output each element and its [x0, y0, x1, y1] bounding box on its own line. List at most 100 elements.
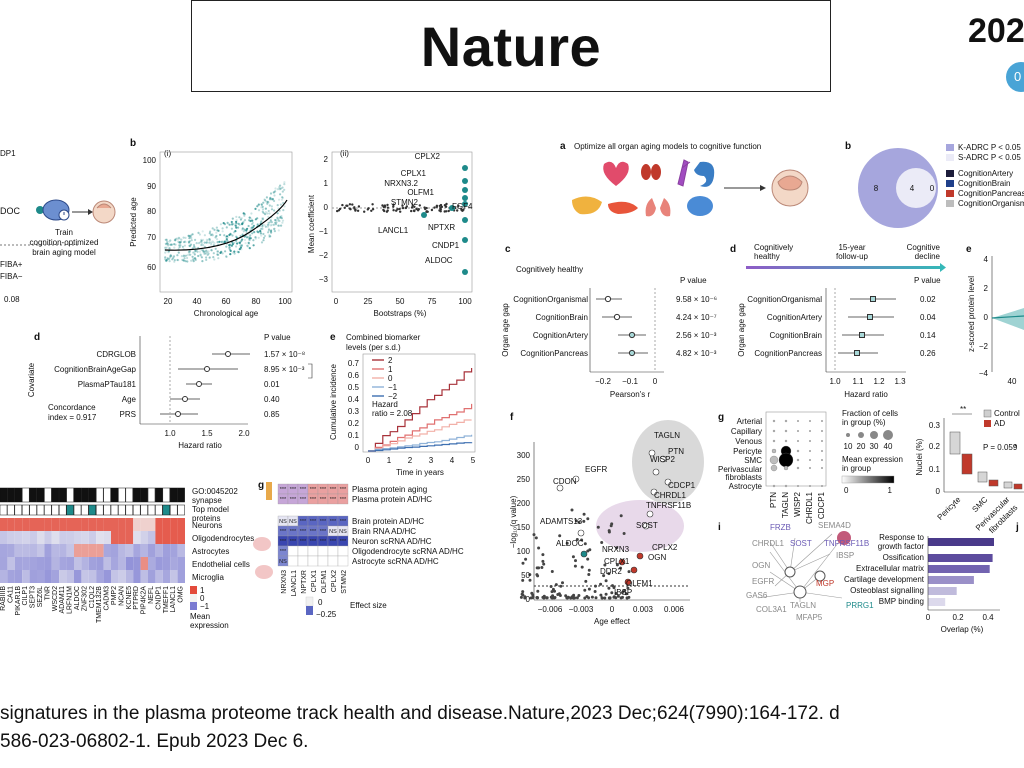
top-label-2: proteins	[192, 514, 220, 523]
heatmap-cell	[133, 544, 141, 557]
scatter-point	[207, 250, 210, 253]
coef-point	[444, 205, 447, 208]
scatter-i-dots	[163, 181, 286, 263]
heatmap-cell	[88, 531, 97, 544]
volcano-point	[545, 596, 549, 600]
scatter-point	[188, 237, 191, 240]
heatmap-cell	[125, 570, 134, 583]
liver-icon	[572, 196, 602, 215]
scatter-point	[234, 230, 237, 233]
heatmap-row-label: Oligodendrocytes	[192, 534, 254, 543]
model-label-3: brain aging model	[32, 248, 96, 257]
scatter-point	[269, 230, 273, 233]
scatter-point	[205, 256, 208, 259]
dotplot-dots	[769, 419, 823, 488]
xtick: −0.003	[569, 605, 594, 614]
scatter-point	[270, 223, 273, 226]
scatter-point	[182, 259, 185, 262]
coef-highlight-point	[421, 212, 427, 218]
heatmap-cell	[148, 531, 156, 544]
frag-cndp1: DP1	[0, 149, 16, 158]
volcano-dots	[519, 449, 672, 600]
scatter-point	[259, 232, 262, 235]
scatter-point	[243, 228, 246, 231]
scatter-point	[205, 241, 208, 244]
scatter-point	[252, 239, 255, 242]
scatter-point	[228, 246, 231, 249]
volcano-point	[607, 572, 611, 576]
heatmap-cell	[44, 557, 52, 570]
scatter-point	[245, 229, 248, 232]
effect-cell-label: ***	[280, 487, 287, 493]
node-label: EGFR	[752, 577, 774, 586]
volcano-ylabel: −log₁₀(q value)	[509, 495, 518, 548]
heatmap-cell	[103, 570, 111, 583]
effect-col-label: NRXN3	[281, 570, 288, 594]
scatter-point	[250, 217, 253, 220]
heatmap-cell	[118, 544, 126, 557]
heatmap-cell	[74, 518, 82, 531]
heatmap-cell	[44, 570, 52, 583]
scatter-point	[282, 201, 285, 205]
heatmap-cell	[170, 544, 178, 557]
dotplot-dot	[797, 420, 799, 422]
heatmap-col-label: PTPRD	[133, 586, 140, 610]
d-xlabel: Hazard ratio	[178, 441, 222, 450]
heatmap-col-label: LANCL1	[170, 586, 177, 613]
frag-adoc: DOC	[0, 206, 21, 216]
scatter-point	[196, 250, 199, 253]
model-label-1: Train	[55, 228, 73, 237]
scatter-point	[266, 212, 269, 215]
coef-point	[371, 208, 375, 211]
scatter-point	[218, 240, 221, 243]
scatter-point	[243, 219, 247, 222]
effect-col-label: NPTXR	[301, 570, 308, 594]
heatmap-col-label: NEFL	[148, 586, 155, 604]
scatter-point	[183, 257, 186, 260]
xtick: 2.0	[238, 429, 250, 438]
heatmap-row-labels: NeuronsOligodendrocytesAstrocytesEndothe…	[192, 521, 254, 582]
dotplot-dot	[772, 429, 776, 433]
heatmap-col-label: LRFN1M	[67, 586, 74, 614]
scatter-point	[165, 243, 168, 246]
xtick: 5	[471, 456, 476, 465]
scatter-point	[228, 244, 231, 247]
coef-gene-labels: CPLX2 CPLX1 NRXN3.2 OLFM1 STMN2 FGF4 LAN…	[378, 152, 473, 265]
timeline-2a: 15-year	[838, 243, 865, 252]
scatter-point	[181, 258, 184, 261]
volcano-labeled-point	[572, 475, 580, 483]
scatter-point	[178, 244, 181, 247]
scatter-point	[241, 222, 244, 225]
heatmap-col-label: ALDOC	[74, 586, 81, 610]
coef-dots	[336, 165, 468, 275]
scatter-point	[189, 243, 193, 246]
panel-d-letter-right: d	[730, 244, 736, 255]
frac-tick: 30	[870, 442, 879, 451]
volcano-point	[554, 583, 558, 587]
go-bar	[928, 565, 990, 573]
ytick: 0	[984, 313, 989, 322]
xtick: 3	[429, 456, 434, 465]
dotplot-dot	[809, 467, 811, 469]
scatter-point	[276, 188, 279, 191]
heatmap-cell	[0, 518, 8, 531]
scatter-point	[177, 236, 180, 239]
effect-row-label: Plasma protein aging	[352, 485, 427, 494]
heatmap-cell	[29, 570, 37, 583]
volcano-point	[604, 592, 608, 596]
scatter-point	[170, 243, 173, 246]
effect-cell-label: ***	[320, 497, 327, 503]
effect-cell-label: ***	[280, 539, 287, 545]
coef-highlight-point	[462, 187, 468, 193]
scatter-point	[203, 234, 206, 237]
scatter-point	[280, 217, 283, 220]
right-panel-f: f TAGLN PTN WISP2 CDCP1 CHRDL1 EGFR CDON…	[509, 412, 704, 626]
scatter-point	[207, 252, 210, 255]
effect-row-label: Brain protein AD/HC	[352, 517, 424, 526]
go-box	[132, 487, 141, 503]
network-edge	[789, 537, 796, 573]
scatter-point	[173, 259, 176, 262]
scatter-point	[210, 249, 213, 252]
coef-point	[386, 206, 390, 209]
frac-tick: 40	[884, 442, 893, 451]
